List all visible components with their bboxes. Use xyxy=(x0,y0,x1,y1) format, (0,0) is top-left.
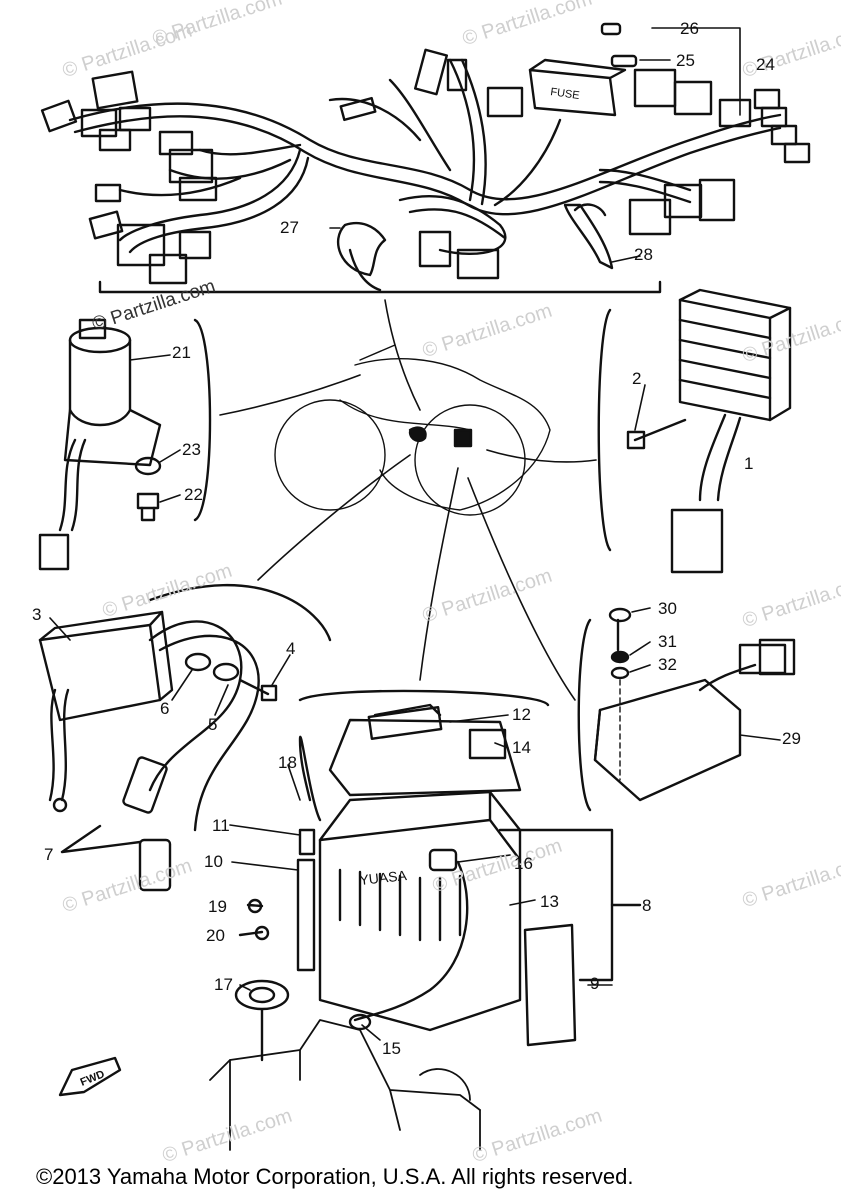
callout-14: 14 xyxy=(512,738,531,757)
grommet-5 xyxy=(212,662,240,682)
callout-24: 24 xyxy=(756,55,775,74)
callout-17: 17 xyxy=(214,975,233,994)
callout-13: 13 xyxy=(540,892,559,911)
screw-2 xyxy=(626,418,687,450)
callout-28: 28 xyxy=(634,245,653,264)
callout-31: 31 xyxy=(658,632,677,651)
callout-20: 20 xyxy=(206,926,225,945)
callout-16: 16 xyxy=(514,854,533,873)
harness-bracket xyxy=(98,280,662,294)
callout-25: 25 xyxy=(676,51,695,70)
fuse-label: FUSE xyxy=(550,86,581,102)
washer-31 xyxy=(610,650,630,664)
cdi-unit xyxy=(577,618,796,812)
callout-12: 12 xyxy=(512,705,531,724)
callout-30: 30 xyxy=(658,599,677,618)
copyright-notice: ©2013 Yamaha Motor Corporation, U.S.A. A… xyxy=(36,1164,634,1189)
callout-3: 3 xyxy=(32,605,42,624)
callout-11: 11 xyxy=(212,816,230,835)
rectifier-regulator xyxy=(597,288,792,574)
callout-10: 10 xyxy=(204,852,223,871)
leader-lines xyxy=(219,299,597,701)
callout-9: 9 xyxy=(590,974,600,993)
callout-4: 4 xyxy=(286,639,296,658)
grommet-6 xyxy=(184,652,212,672)
clamp-27 xyxy=(336,221,387,292)
callout-18: 18 xyxy=(278,753,297,772)
washer-32 xyxy=(610,666,630,680)
callout-6: 6 xyxy=(160,699,170,718)
callout-2: 2 xyxy=(632,369,642,388)
callout-26: 26 xyxy=(680,19,699,38)
fwd-arrow xyxy=(58,1056,122,1097)
callout-32: 32 xyxy=(658,655,677,674)
grommet-17 xyxy=(234,979,290,1062)
battery xyxy=(296,689,642,1047)
wire-harness xyxy=(40,22,811,285)
callout-22: 22 xyxy=(184,485,203,504)
callout-27: 27 xyxy=(280,218,299,237)
callout-1: 1 xyxy=(744,454,754,473)
frame-outline xyxy=(274,344,551,516)
ignition-switch xyxy=(38,318,212,571)
callout-15: 15 xyxy=(382,1039,401,1058)
bolt-4 xyxy=(238,678,278,702)
callout-23: 23 xyxy=(182,440,201,459)
bolt-30 xyxy=(608,607,632,652)
screw-19 xyxy=(246,898,264,914)
callout-29: 29 xyxy=(782,729,801,748)
callout-5: 5 xyxy=(208,715,218,734)
callout-7: 7 xyxy=(44,845,54,864)
washer-20 xyxy=(238,925,270,941)
ignition-coil xyxy=(38,583,332,892)
battery-brand-label: YUASA xyxy=(359,867,409,888)
callout-8: 8 xyxy=(642,896,652,915)
callout-19: 19 xyxy=(208,897,227,916)
battery-box xyxy=(209,1019,481,1151)
screw-22 xyxy=(136,492,160,522)
washer-23 xyxy=(134,456,162,476)
clamp-28 xyxy=(563,203,614,270)
callout-21: 21 xyxy=(172,343,191,362)
leader-7 xyxy=(60,824,142,854)
